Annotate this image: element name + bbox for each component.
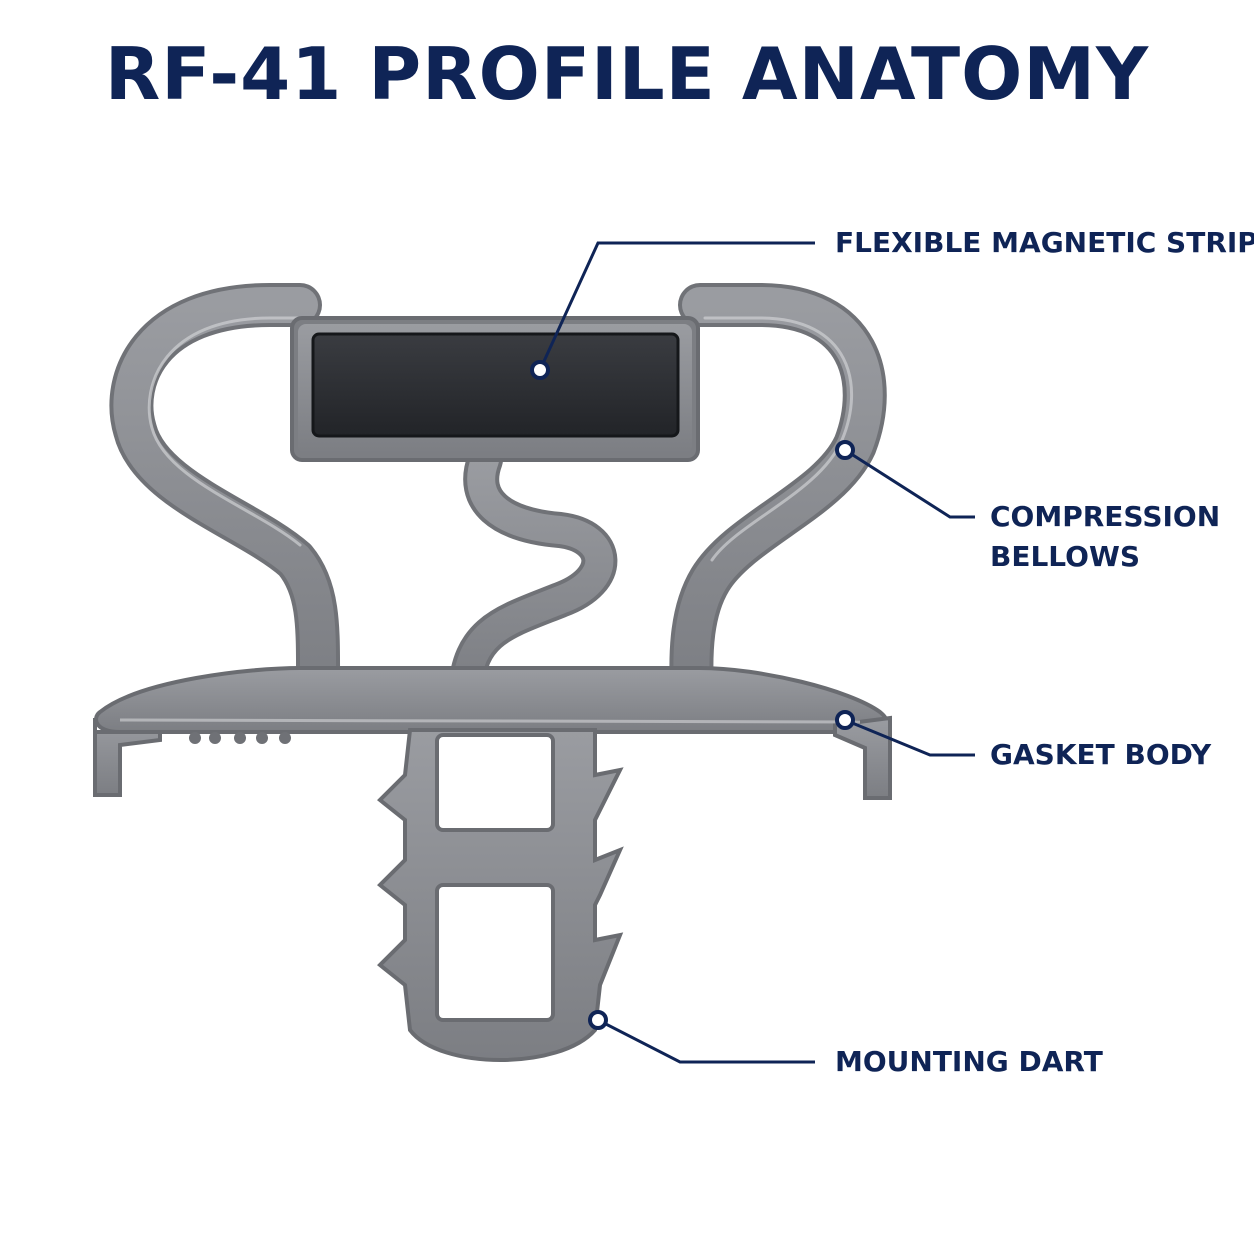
- label-compression-bellows: COMPRESSION BELLOWS: [990, 497, 1220, 577]
- body-ridges: [189, 732, 291, 744]
- leader-bellows: [844, 448, 975, 519]
- right-lip: [833, 715, 892, 800]
- leader-dart: [597, 1018, 815, 1064]
- label-line: GASKET BODY: [990, 738, 1212, 771]
- label-line: FLEXIBLE MAGNETIC STRIP: [835, 226, 1254, 259]
- label-line: MOUNTING DART: [835, 1045, 1103, 1078]
- dart-window-lower: [435, 883, 555, 1022]
- label-line: COMPRESSION: [990, 500, 1221, 533]
- page-title: RF-41 PROFILE ANATOMY: [104, 32, 1150, 116]
- dot-bellows: [835, 440, 855, 460]
- dart-window-upper: [435, 733, 555, 832]
- label-flexible-magnetic-strip: FLEXIBLE MAGNETIC STRIP: [835, 223, 1254, 263]
- leader-dots: [530, 360, 855, 1030]
- leader-magnet: [538, 241, 815, 371]
- magnetic-strip: [311, 332, 680, 438]
- gasket-body: [93, 666, 892, 800]
- label-mounting-dart: MOUNTING DART: [835, 1042, 1103, 1082]
- dot-magnet: [530, 360, 550, 380]
- left-lip: [93, 718, 162, 797]
- leader-lines: [538, 241, 975, 1064]
- label-gasket-body: GASKET BODY: [990, 735, 1211, 775]
- dot-dart: [588, 1010, 608, 1030]
- dot-body: [835, 710, 855, 730]
- mounting-dart: [377, 728, 624, 1062]
- compression-bellows: [109, 283, 887, 712]
- magnet-housing: [290, 316, 700, 462]
- label-line: BELLOWS: [990, 540, 1141, 573]
- leader-body: [844, 718, 975, 757]
